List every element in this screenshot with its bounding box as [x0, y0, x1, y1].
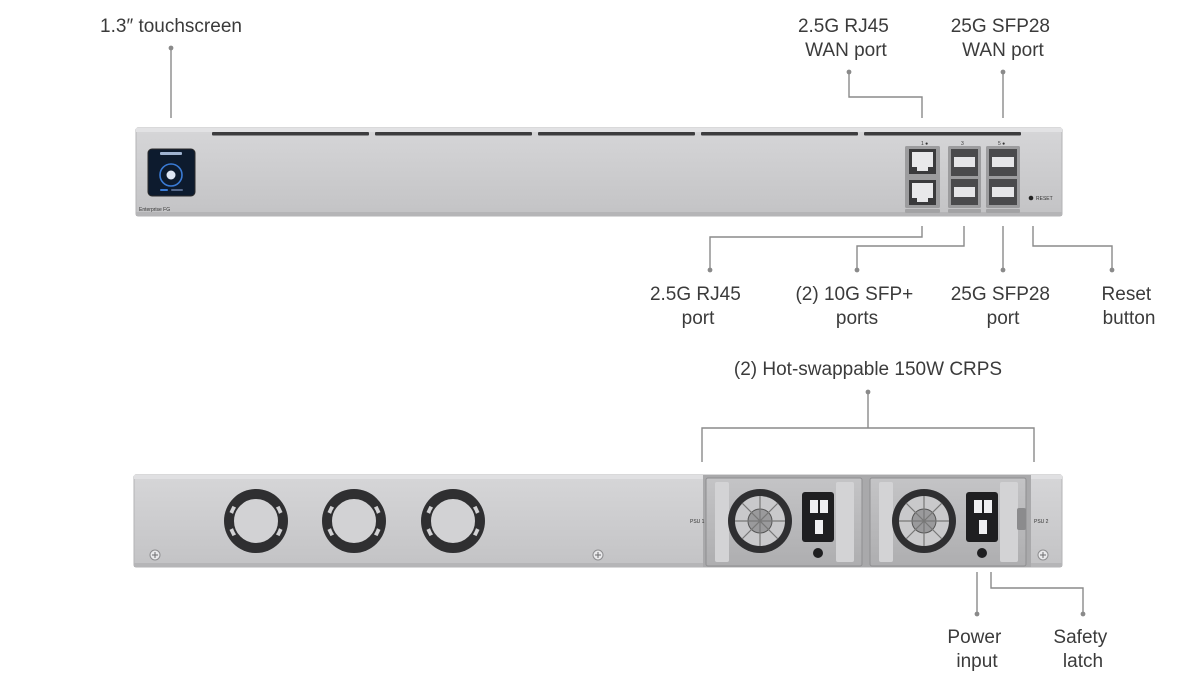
touchscreen-label: 1.3″ touchscreen: [100, 16, 242, 37]
psu-label: (2) Hot-swappable 150W CRPS: [734, 359, 1002, 380]
svg-text:3: 3: [961, 141, 964, 147]
psu-bracket: [701, 389, 1035, 462]
power-socket-icon[interactable]: [802, 492, 834, 542]
screw-icon: [149, 549, 161, 561]
reset-label-line1: Reset: [1102, 284, 1152, 305]
reset-silk: RESET: [1036, 196, 1053, 202]
power-input-label-line2: input: [956, 651, 998, 672]
svg-text:5 ●: 5 ●: [998, 141, 1005, 147]
psu2-silk: PSU 2: [1034, 519, 1049, 525]
screw-icon: [1037, 549, 1049, 561]
wan-sfp28-label-line2: WAN port: [962, 40, 1044, 61]
psu1-silk: PSU 1: [690, 519, 705, 525]
rj45-port-label: 2.5G RJ45 port: [650, 284, 746, 329]
reset-label: Reset button: [1102, 284, 1157, 329]
sfp-plus-port-group: 3: [948, 141, 981, 213]
reset-label-line2: button: [1103, 308, 1156, 329]
safety-latch-label: Safety latch: [1053, 627, 1112, 672]
rj45-port-group: 1 ●: [905, 141, 940, 213]
rear-leaders: [974, 572, 1086, 617]
front-panel: Enterprise FG 1 ● 3 5 ●: [135, 127, 1063, 217]
vent-slots: [212, 132, 1021, 136]
psu-2[interactable]: [869, 477, 1027, 567]
power-socket-icon[interactable]: [966, 492, 998, 542]
sfp28-port-group: 5 ●: [986, 141, 1020, 213]
fan-icon: [322, 489, 386, 553]
touchscreen-icon[interactable]: [147, 148, 196, 197]
fan-icon: [421, 489, 485, 553]
wan-sfp28-label-line1: 25G SFP28: [951, 16, 1050, 37]
rj45-port-label-line2: port: [682, 308, 715, 329]
power-input-label: Power input: [947, 627, 1006, 672]
sfp28-port-label-line2: port: [987, 308, 1020, 329]
reset-button[interactable]: [1028, 195, 1034, 201]
rear-panel: PSU 1 PSU 2: [133, 474, 1063, 568]
screw-icon: [592, 549, 604, 561]
wan-rj45-label: 2.5G RJ45 WAN port: [798, 16, 894, 61]
rj45-port-label-line1: 2.5G RJ45: [650, 284, 741, 305]
sfp28-port-label: 25G SFP28 port: [951, 284, 1056, 329]
fan-icon: [224, 489, 288, 553]
wan-sfp28-label: 25G SFP28 WAN port: [951, 16, 1056, 61]
power-input-label-line1: Power: [947, 627, 1002, 648]
svg-text:1 ●: 1 ●: [921, 141, 928, 147]
safety-latch[interactable]: [1017, 508, 1026, 530]
device-brand: Enterprise FG: [139, 207, 170, 213]
wan-rj45-label-line1: 2.5G RJ45: [798, 16, 889, 37]
safety-latch-label-line2: latch: [1063, 651, 1103, 672]
safety-latch-label-line1: Safety: [1053, 627, 1107, 648]
sfp-plus-label-line1: (2) 10G SFP+: [795, 284, 913, 305]
wan-rj45-label-line2: WAN port: [805, 40, 887, 61]
sfp28-port-label-line1: 25G SFP28: [951, 284, 1050, 305]
front-leaders: [168, 45, 1115, 273]
sfp-plus-label: (2) 10G SFP+ ports: [795, 284, 918, 329]
psu-1[interactable]: [705, 477, 863, 567]
sfp-plus-label-line2: ports: [836, 308, 878, 329]
